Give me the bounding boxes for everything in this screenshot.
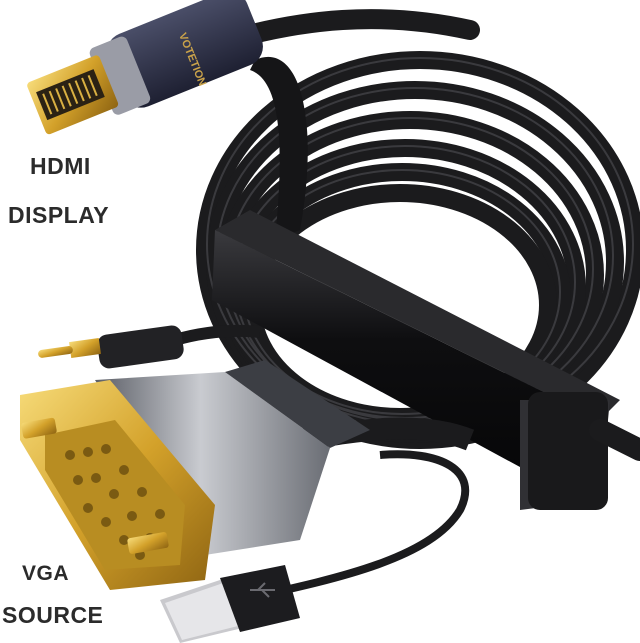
display-label: DISPLAY [8,202,110,228]
velcro-strap [250,56,308,241]
vga-label: VGA [22,562,70,585]
usb-plug [160,565,300,643]
hdmi-connector: VOTETION [27,0,263,135]
audio-jack [38,324,261,369]
usb-cable [239,450,470,604]
adapter-box [212,210,640,510]
source-label: SOURCE [2,602,104,628]
hdmi-label: HDMI [30,153,91,179]
usb-trident-icon [250,582,275,598]
vga-connector [20,360,475,590]
